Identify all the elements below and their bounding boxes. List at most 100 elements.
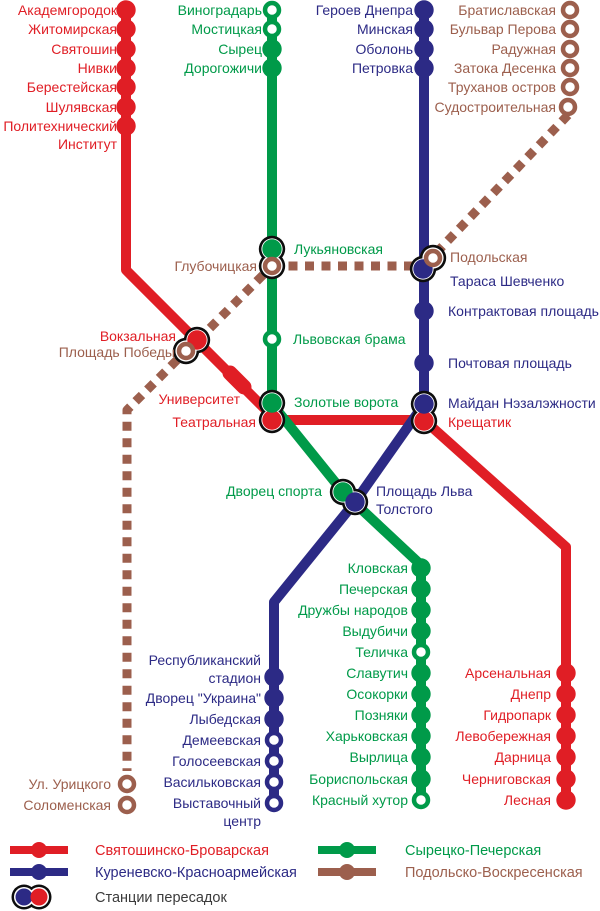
station-marker (262, 329, 282, 349)
station-label: Выдубичи (342, 623, 408, 639)
station-label: Берестейская (27, 79, 117, 95)
legend-sample-red-line (10, 842, 68, 858)
station-marker (262, 39, 282, 59)
station-label: Львовская брама (293, 331, 406, 347)
station-marker (556, 769, 576, 789)
legend-sample-navy-line (10, 864, 68, 880)
station-marker (411, 621, 431, 641)
station-label: Мостицкая (191, 21, 262, 37)
legend: Святошинско-Броварская Куреневско-Красно… (10, 842, 583, 910)
station-label: Лесная (504, 792, 551, 808)
station-label: Ул. Урицкого (29, 776, 112, 792)
station-marker (411, 600, 431, 620)
station-marker (411, 769, 431, 789)
station-marker (411, 726, 431, 746)
station-marker (222, 365, 252, 395)
station-marker (116, 116, 136, 136)
station-marker (116, 77, 136, 97)
station-label: Толстого (376, 501, 433, 517)
station-marker (345, 492, 365, 512)
legend-sample-brown-line (318, 864, 376, 880)
station-label: Нивки (78, 60, 117, 76)
station-marker (116, 19, 136, 39)
station-marker (560, 58, 580, 78)
station-marker (411, 558, 431, 578)
station-marker (262, 393, 282, 413)
station-label: Выставочный (173, 795, 261, 811)
legend-label-navy-line: Куреневско-Красноармейская (95, 865, 297, 881)
station-marker (414, 0, 434, 20)
station-label: Черниговская (462, 771, 551, 787)
station-marker (414, 411, 434, 431)
station-marker (117, 795, 137, 815)
station-marker (556, 747, 576, 767)
station-label: Университет (159, 391, 241, 407)
station-marker (411, 663, 431, 683)
station-label: Красный хутор (312, 792, 408, 808)
station-label: Академгородок (18, 2, 118, 18)
station-marker (411, 790, 431, 810)
station-labels: АкадемгородокЖитомирскаяСвятошинНивкиБер… (3, 2, 599, 829)
station-marker (560, 19, 580, 39)
station-label: Славутич (346, 665, 408, 681)
station-label: Подольская (450, 249, 527, 265)
station-label: Сырец (218, 41, 262, 57)
station-label: Крещатик (448, 414, 512, 430)
station-label: Лукьяновская (294, 241, 383, 257)
station-label: Гидропарк (483, 707, 552, 723)
station-marker (560, 39, 580, 59)
station-marker (414, 58, 434, 78)
station-marker (558, 97, 578, 117)
station-marker (560, 77, 580, 97)
station-label: Вырлица (349, 749, 408, 765)
station-marker (411, 579, 431, 599)
station-marker (262, 19, 282, 39)
station-marker (411, 747, 431, 767)
station-marker (411, 684, 431, 704)
station-marker (262, 239, 282, 259)
station-label: Дворец спорта (226, 483, 322, 499)
station-marker (414, 353, 434, 373)
station-label: Героев Днепра (316, 2, 413, 18)
station-marker (560, 0, 580, 20)
station-label: Левобережная (455, 728, 551, 744)
station-label: Дорогожичи (184, 60, 262, 76)
station-marker (414, 301, 434, 321)
station-label: Труханов остров (448, 79, 556, 95)
station-marker (264, 793, 284, 813)
legend-label-transfer-stations: Станции пересадок (95, 890, 227, 906)
station-label: Дружбы народов (298, 602, 408, 618)
legend-label-green-line: Сырецко-Печерская (405, 843, 541, 859)
station-label: Затока Десенка (454, 60, 556, 76)
station-label: Тараса Шевченко (450, 273, 564, 289)
station-marker (264, 709, 284, 729)
station-label: Днепр (511, 686, 552, 702)
station-label: Контрактовая площадь (448, 303, 599, 319)
station-label: Лыбедская (189, 711, 261, 727)
station-label: Вокзальная (100, 328, 176, 344)
station-label: Теличка (355, 644, 408, 660)
station-marker (414, 19, 434, 39)
station-label: Петровка (352, 60, 413, 76)
station-label: Дворец "Украина" (146, 690, 261, 706)
station-label: Арсенальная (465, 665, 551, 681)
transfer-stations-icon (11, 884, 52, 910)
station-marker (264, 772, 284, 792)
station-marker (414, 394, 434, 414)
station-marker (264, 688, 284, 708)
station-label: Демеевская (182, 732, 261, 748)
station-label: Позняки (355, 707, 408, 723)
station-markers (116, 0, 580, 815)
station-label: Площадь Победы (59, 344, 175, 360)
transfer-outlines (172, 235, 447, 516)
station-marker (262, 0, 282, 20)
station-marker (262, 58, 282, 78)
station-marker (556, 726, 576, 746)
station-marker (117, 774, 137, 794)
station-label: Майдан Нэзалэжности (448, 395, 596, 411)
station-label: Минская (357, 21, 413, 37)
station-label: Бульвар Перова (450, 21, 556, 37)
station-label: Радужная (492, 41, 556, 57)
station-label: Голосеевская (172, 753, 261, 769)
station-label: Площадь Льва (376, 483, 473, 499)
